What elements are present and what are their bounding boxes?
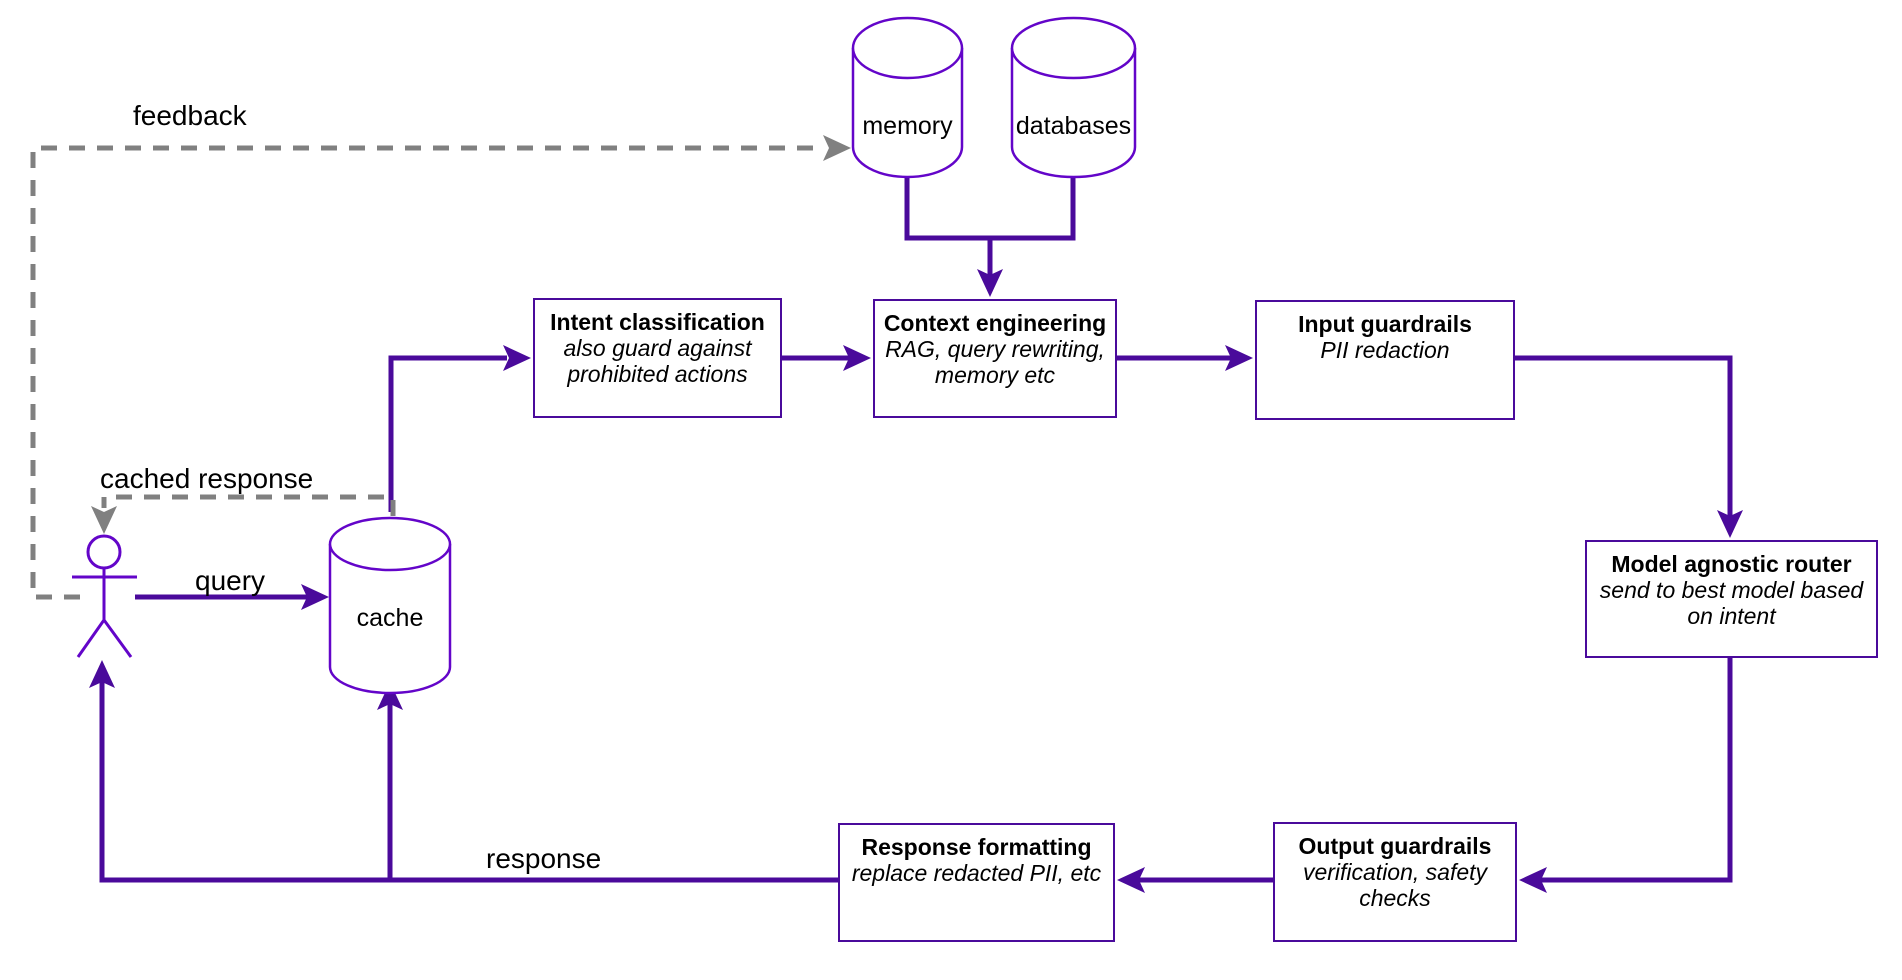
output-guardrails-subtitle: verification, safety checks <box>1302 859 1488 911</box>
query-label: query <box>195 565 266 596</box>
response-return-arrow <box>89 660 838 883</box>
query-arrow <box>135 584 329 610</box>
model-agnostic-router-subtitle: send to best model based on intent <box>1599 577 1864 629</box>
cache-label: cache <box>356 604 424 632</box>
model-agnostic-router-title: Model agnostic router <box>1611 551 1852 577</box>
person-figure <box>72 534 137 658</box>
cached-response-label: cached response <box>100 463 314 494</box>
input-guardrails-title: Input guardrails <box>1298 311 1472 337</box>
feedback-dashed-arrow <box>30 135 851 600</box>
input-guardrails-subtitle: PII redaction <box>1320 337 1450 363</box>
response-to-cache-arrow <box>377 682 403 880</box>
memory-cylinder <box>851 16 964 179</box>
model-agnostic-router-box: Model agnostic router send to best model… <box>1585 540 1878 658</box>
response-formatting-box: Response formatting replace redacted PII… <box>838 823 1115 942</box>
output-guardrails-box: Output guardrails verification, safety c… <box>1273 822 1517 942</box>
cache-to-intent-arrow <box>388 345 531 512</box>
context-engineering-title: Context engineering <box>883 310 1107 336</box>
databases-cylinder <box>1010 16 1137 179</box>
context-to-input-guardrails-arrow <box>1117 345 1253 371</box>
cached-response-dashed-arrow <box>91 494 396 534</box>
router-to-output-guardrails-arrow <box>1519 658 1733 893</box>
input-guardrails-box: Input guardrails PII redaction <box>1255 300 1515 420</box>
output-to-response-formatting-arrow <box>1117 867 1273 893</box>
databases-label: databases <box>1015 112 1132 140</box>
context-engineering-subtitle: RAG, query rewriting, memory etc <box>885 336 1105 388</box>
intent-classification-box: Intent classification also guard against… <box>533 298 782 418</box>
cache-cylinder <box>328 516 452 695</box>
intent-classification-title: Intent classification <box>550 309 765 335</box>
intent-to-context-arrow <box>782 345 871 371</box>
response-label: response <box>486 843 602 874</box>
context-engineering-box: Context engineering RAG, query rewriting… <box>873 299 1117 418</box>
intent-classification-subtitle: also guard against prohibited actions <box>563 335 752 387</box>
input-guardrails-to-router-arrow <box>1515 355 1743 538</box>
memory-databases-to-context-arrow <box>904 177 1076 297</box>
feedback-label: feedback <box>133 100 247 131</box>
response-formatting-subtitle: replace redacted PII, etc <box>851 860 1102 886</box>
memory-label: memory <box>862 112 953 140</box>
response-formatting-title: Response formatting <box>861 834 1092 860</box>
output-guardrails-title: Output guardrails <box>1298 833 1492 859</box>
